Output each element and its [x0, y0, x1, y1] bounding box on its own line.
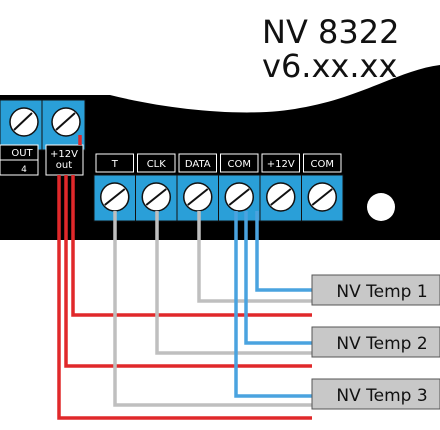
left-out-number: 4	[21, 165, 27, 175]
wires	[57, 135, 312, 420]
terminal-label-box	[137, 153, 176, 173]
wire	[64, 175, 312, 368]
screw-slot	[270, 188, 292, 206]
screw-slot	[187, 188, 209, 206]
wire	[255, 211, 312, 292]
terminal-label: CLK	[147, 159, 167, 170]
wire	[155, 211, 312, 355]
terminal-label: DATA	[185, 159, 211, 170]
terminal-screw-row	[100, 175, 337, 221]
sensor-box	[311, 378, 440, 410]
wire	[244, 211, 312, 345]
terminal-label-box	[178, 153, 217, 173]
wire	[71, 175, 312, 317]
wire	[197, 211, 312, 303]
power-out-label-line1: +12V	[50, 149, 78, 160]
sensor-label: NV Temp 2	[336, 334, 427, 354]
terminal-label-box	[95, 153, 134, 173]
left-out-label: OUT	[11, 148, 33, 159]
wire	[234, 211, 312, 398]
device-version: v6.xx.xx	[262, 47, 398, 85]
screw-slot	[145, 188, 167, 206]
terminal-label: +12V	[267, 159, 295, 170]
mounting-hole	[367, 193, 395, 221]
screw-slot	[228, 188, 250, 206]
sensor-list: NV Temp 1 NV Temp 2 NV Temp 3	[311, 274, 440, 410]
screw-slot	[104, 188, 126, 206]
sensor-label: NV Temp 1	[336, 282, 427, 302]
wire	[57, 175, 312, 420]
terminal-label: T	[111, 159, 119, 170]
terminal-label-box	[220, 153, 259, 173]
terminal-label-box	[303, 153, 342, 173]
terminal-label: COM	[311, 159, 334, 170]
sensor-box	[311, 274, 440, 306]
sensor-label: NV Temp 3	[336, 386, 427, 406]
terminal-label-row: T CLK DATA COM +12V COM	[95, 153, 342, 173]
terminal-label: COM	[228, 159, 251, 170]
device-model: NV 8322	[262, 13, 400, 51]
terminal-label-box	[261, 153, 300, 173]
screw-slot	[311, 188, 333, 206]
power-out-label-line2: out	[56, 160, 72, 171]
left-screw-1	[9, 107, 39, 137]
sensor-box	[311, 326, 440, 358]
wire	[113, 211, 312, 407]
